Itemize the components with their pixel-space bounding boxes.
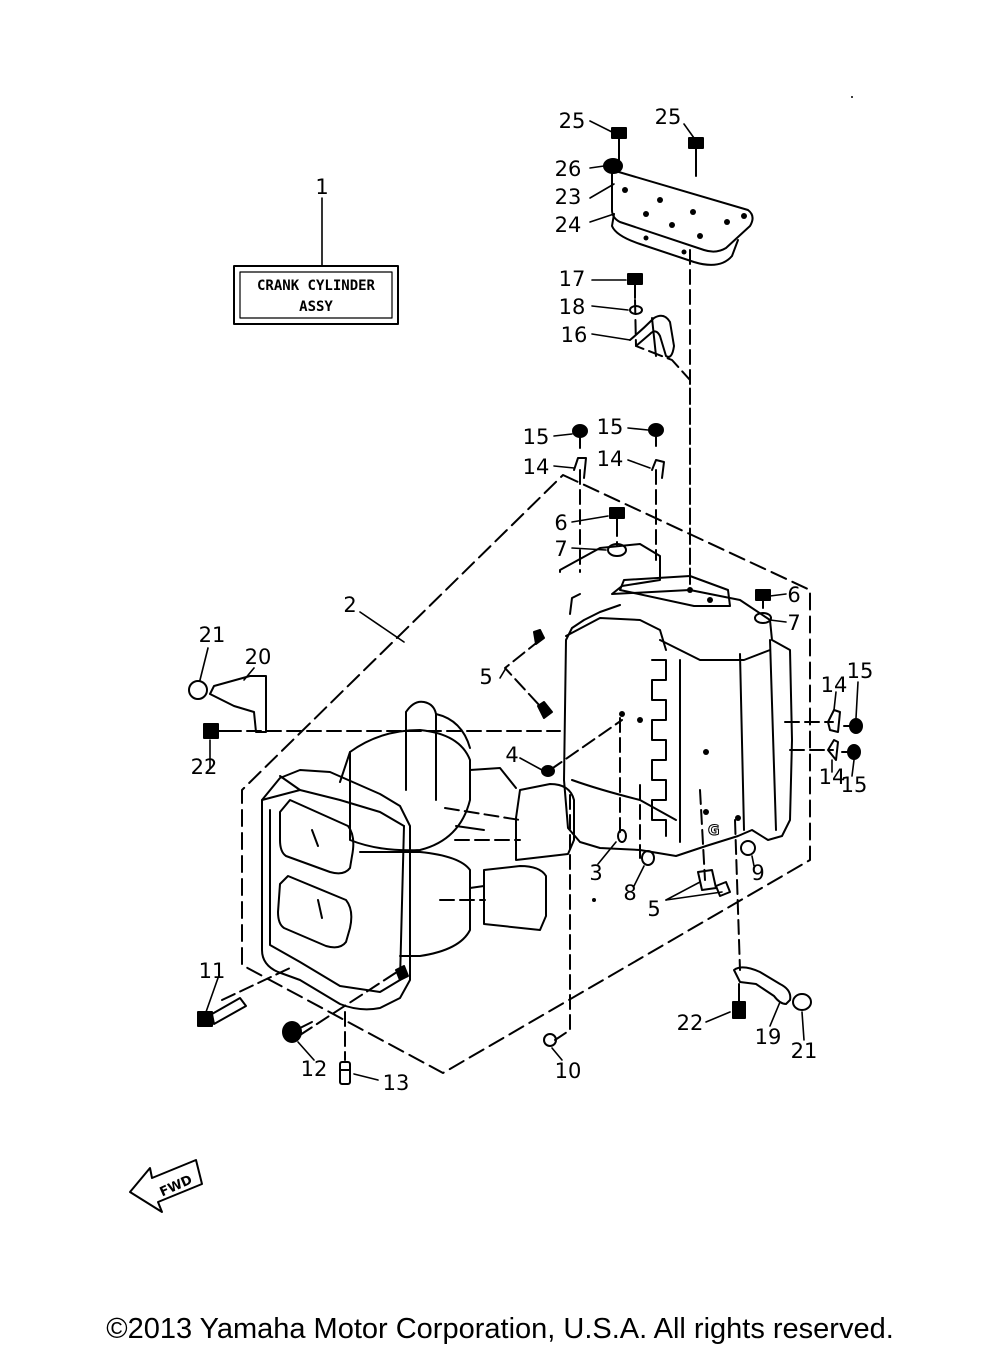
bolt-6-top (609, 507, 625, 527)
water-jacket-openings (277, 799, 355, 949)
hose-19 (733, 966, 792, 1005)
bolt-17 (627, 273, 643, 299)
callout-6-right: 6 (787, 583, 800, 607)
fitting-5-upper (533, 629, 545, 645)
callout-16: 16 (561, 323, 588, 347)
cylinder-assembly-outline (241, 474, 811, 1074)
bolt-22-right (732, 983, 746, 1019)
fitting-5-lower (537, 701, 553, 719)
assembly-box-line2: ASSY (299, 299, 333, 315)
callout-15-top-left: 15 (523, 425, 550, 449)
callout-21-left: 21 (199, 623, 226, 647)
callout-20: 20 (245, 645, 272, 669)
fitting-5-bottom (697, 869, 731, 897)
bolt-22-left (203, 723, 229, 739)
bolt-15-lower-right (841, 744, 861, 760)
plug-8 (641, 850, 655, 866)
pin-13 (339, 1061, 351, 1085)
callout-19: 19 (755, 1025, 782, 1049)
callout-15-right-lower: 15 (841, 773, 868, 797)
bolt-11 (197, 997, 247, 1027)
bolt-15-left (572, 424, 588, 449)
clip-14-lower-right (827, 739, 839, 761)
callout-5-bottom: 5 (647, 897, 660, 921)
clip-14-right (651, 459, 665, 479)
leader-lines (199, 120, 859, 1081)
callout-9: 9 (751, 861, 764, 885)
plug-10 (543, 1033, 557, 1047)
assembly-box-line1: CRANK CYLINDER (257, 278, 376, 294)
callout-26: 26 (555, 157, 582, 181)
fwd-arrow-icon (129, 1159, 203, 1213)
washer-7-top (607, 543, 627, 557)
callout-12: 12 (301, 1057, 328, 1081)
plug-4 (541, 765, 555, 777)
callout-7-top: 7 (554, 537, 567, 561)
callout-8: 8 (623, 881, 636, 905)
cap-21-right (792, 993, 812, 1011)
fwd-label: FWD (158, 1173, 195, 1201)
callout-2: 2 (343, 593, 356, 617)
callout-5-upper: 5 (479, 665, 492, 689)
bolt-6-right (755, 589, 771, 609)
intake-port-upper (515, 783, 575, 861)
intake-port-lower (483, 865, 547, 931)
callout-14-top-left: 14 (523, 455, 550, 479)
plug-9 (740, 840, 756, 856)
callout-15-top-right: 15 (597, 415, 624, 439)
callout-14-top-right: 14 (597, 447, 624, 471)
clip-14-left (573, 457, 587, 479)
callout-22-left: 22 (191, 755, 218, 779)
callout-10: 10 (555, 1059, 582, 1083)
callout-21-right: 21 (791, 1039, 818, 1063)
cover-plate (611, 169, 754, 253)
cap-21-left (188, 680, 208, 700)
cylinder-barrel-lower (359, 851, 471, 957)
callout-6-top: 6 (554, 511, 567, 535)
bolt-15-upper-right (843, 718, 863, 734)
callout-13: 13 (383, 1071, 410, 1095)
callout-7-right: 7 (787, 611, 800, 635)
callout-15-right-upper: 15 (847, 659, 874, 683)
svg-text:G: G (708, 823, 720, 839)
bolt-25-left (611, 127, 627, 153)
bracket-20 (209, 675, 267, 733)
guide-lines (221, 151, 834, 1061)
cylinder-head-flange (261, 769, 411, 1011)
callout-3: 3 (589, 861, 602, 885)
pin-3 (617, 829, 627, 843)
cover-plate-holes (622, 187, 747, 255)
bolt-15-right (648, 423, 664, 447)
callout-14-right-lower: 14 (819, 765, 846, 789)
bolt-25-right (688, 137, 704, 163)
crankcase-body (559, 543, 793, 857)
diagram-canvas: G (129, 96, 874, 1213)
hose-16 (629, 314, 675, 358)
crankcase-fins (651, 659, 667, 837)
copyright-notice: ©2013 Yamaha Motor Corporation, U.S.A. A… (106, 1313, 894, 1345)
cylinder-barrel-upper (349, 729, 471, 852)
washer-7-right (754, 612, 772, 624)
cover-gasket (611, 213, 739, 266)
callout-25-left: 25 (559, 109, 586, 133)
callout-14-right-upper: 14 (821, 673, 848, 697)
bolt-12 (282, 1021, 313, 1043)
callout-24: 24 (555, 213, 582, 237)
callout-1: 1 (315, 175, 328, 199)
callout-25-right: 25 (655, 105, 682, 129)
callout-18: 18 (559, 295, 586, 319)
assembly-box-frame (233, 265, 399, 325)
callout-17: 17 (559, 267, 586, 291)
callout-11: 11 (199, 959, 226, 983)
callout-22-right: 22 (677, 1011, 704, 1035)
callout-4: 4 (505, 743, 518, 767)
callout-23: 23 (555, 185, 582, 209)
clip-14-upper-right (827, 709, 841, 733)
